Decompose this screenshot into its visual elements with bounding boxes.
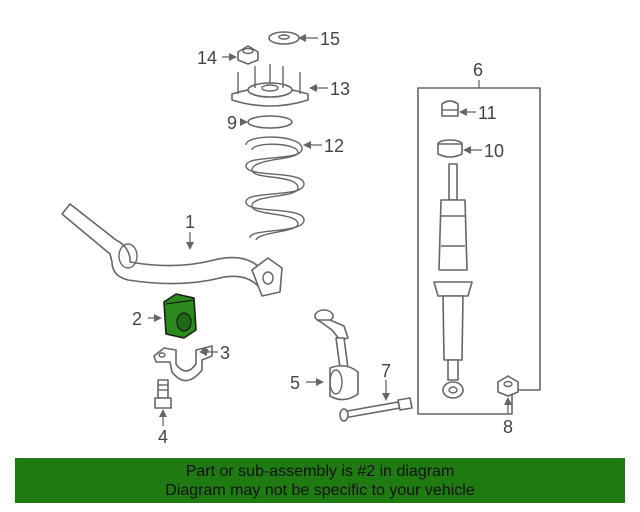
callout-5: 5	[290, 373, 300, 393]
leader-lines	[148, 34, 512, 426]
callout-11: 11	[478, 103, 497, 123]
callout-7: 7	[381, 361, 391, 381]
part-4-bolt[interactable]	[154, 379, 172, 409]
part-1-stabilizer-bar[interactable]	[61, 203, 283, 297]
part-11-cap-nut[interactable]	[441, 100, 459, 117]
callout-13: 13	[330, 79, 350, 99]
part-13-strut-mount[interactable]	[231, 64, 309, 107]
part-2-bushing[interactable]	[163, 293, 197, 339]
part-12-coil-spring[interactable]	[245, 136, 305, 241]
callout-1: 1	[185, 212, 195, 232]
info-banner: Part or sub-assembly is #2 in diagram Di…	[15, 458, 625, 503]
part-9-insulator[interactable]	[247, 115, 293, 129]
part-6-shock-assembly[interactable]	[417, 87, 541, 415]
callout-6: 6	[473, 60, 483, 80]
banner-line-1: Part or sub-assembly is #2 in diagram	[185, 462, 455, 480]
callout-12: 12	[324, 136, 344, 156]
callout-3: 3	[220, 343, 230, 363]
part-10-upper-bushing[interactable]	[437, 139, 463, 158]
parts-diagram: 15 14 13 9 12 1 2 3 4 5 7 6 11 10 8	[61, 29, 541, 447]
part-5-stabilizer-link[interactable]	[314, 309, 359, 401]
callout-2: 2	[132, 309, 142, 329]
callout-10: 10	[484, 141, 504, 161]
part-8-nut[interactable]	[497, 375, 519, 397]
callout-15: 15	[320, 29, 340, 49]
callout-9: 9	[227, 113, 237, 133]
part-14-nut[interactable]	[237, 45, 259, 65]
part-15-seat[interactable]	[268, 31, 300, 45]
callout-4: 4	[158, 427, 168, 447]
banner-line-2: Diagram may not be specific to your vehi…	[165, 481, 475, 499]
part-7-long-bolt[interactable]	[339, 397, 413, 422]
callout-8: 8	[503, 417, 513, 437]
callout-14: 14	[197, 48, 217, 68]
